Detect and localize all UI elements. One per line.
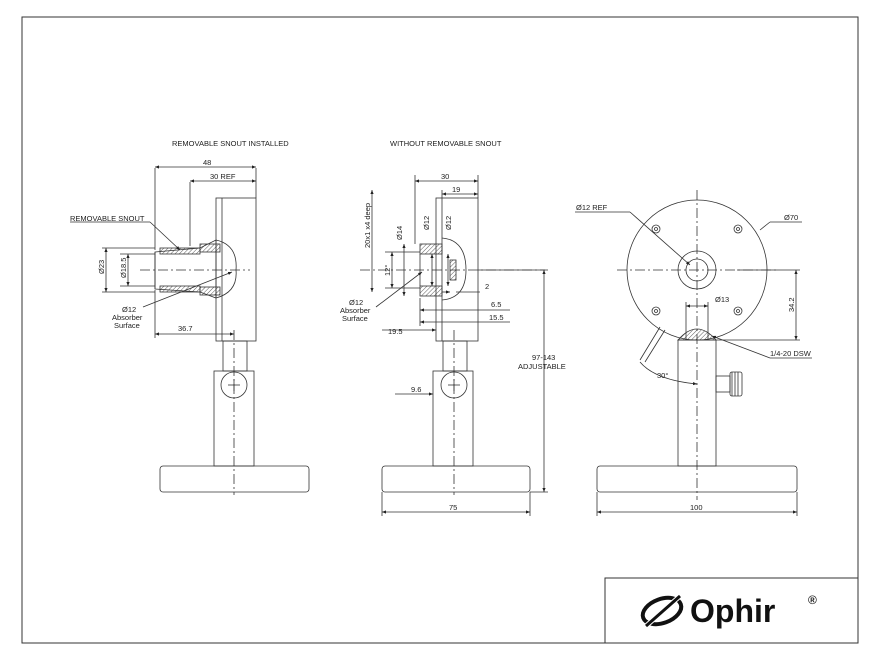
- dim-100: 100: [690, 503, 703, 512]
- dim-19: 19: [452, 185, 460, 194]
- logo-box: [604, 577, 859, 644]
- dim-d13: Ø13: [715, 295, 729, 304]
- dim-34-2: 34.2: [787, 297, 796, 312]
- ophir-logo-text: Ophir: [690, 593, 775, 629]
- dim-adjustable: ADJUSTABLE: [518, 362, 566, 371]
- absorber-label-2: Absorber: [340, 306, 371, 315]
- dim-97-143: 97-143: [532, 353, 555, 362]
- view2-title: WITHOUT REMOVABLE SNOUT: [390, 139, 502, 148]
- registered-mark: ®: [808, 593, 817, 607]
- view-installed: [70, 165, 310, 495]
- dim-d14: Ø14: [395, 226, 404, 240]
- dim-d70: Ø70: [784, 213, 798, 222]
- view-without: [360, 175, 548, 516]
- dim-19-5: 19.5: [388, 327, 403, 336]
- dim-d12-b: Ø12: [444, 216, 453, 230]
- dim-9-6: 9.6: [411, 385, 421, 394]
- absorber-surface-1: Surface: [114, 321, 140, 330]
- dim-75: 75: [449, 503, 457, 512]
- absorber-label-1: Absorber: [112, 313, 143, 322]
- dim-36-7: 36.7: [178, 324, 193, 333]
- dim-d12-ref: Ø12 REF: [576, 203, 608, 212]
- dim-30: 30: [441, 172, 449, 181]
- dim-d18-5: Ø18.5: [119, 258, 128, 278]
- view-front: [575, 190, 812, 516]
- view1-title: REMOVABLE SNOUT INSTALLED: [172, 139, 289, 148]
- dim-d12-a: Ø12: [422, 216, 431, 230]
- dim-d12-without: Ø12: [349, 298, 363, 307]
- dim-thread: 20x1 x4 deep: [363, 203, 372, 248]
- dim-angle-30: 30°: [657, 371, 668, 380]
- ophir-swoosh-icon: [640, 594, 684, 628]
- dim-d12-installed: Ø12: [122, 305, 136, 314]
- snout-label: REMOVABLE SNOUT: [70, 214, 145, 223]
- dim-30-ref: 30 REF: [210, 172, 236, 181]
- dim-15-5: 15.5: [489, 313, 504, 322]
- dim-d23: Ø23: [97, 260, 106, 274]
- dim-6-5: 6.5: [491, 300, 501, 309]
- dim-angle-12: 12°: [383, 265, 392, 276]
- absorber-surface-2: Surface: [342, 314, 368, 323]
- dim-48: 48: [203, 158, 211, 167]
- dim-thread-dsw: 1/4-20 DSW: [770, 349, 812, 358]
- ophir-logo: Ophir ®: [640, 593, 817, 629]
- dim-2: 2: [485, 282, 489, 291]
- drawing-border: [21, 16, 859, 644]
